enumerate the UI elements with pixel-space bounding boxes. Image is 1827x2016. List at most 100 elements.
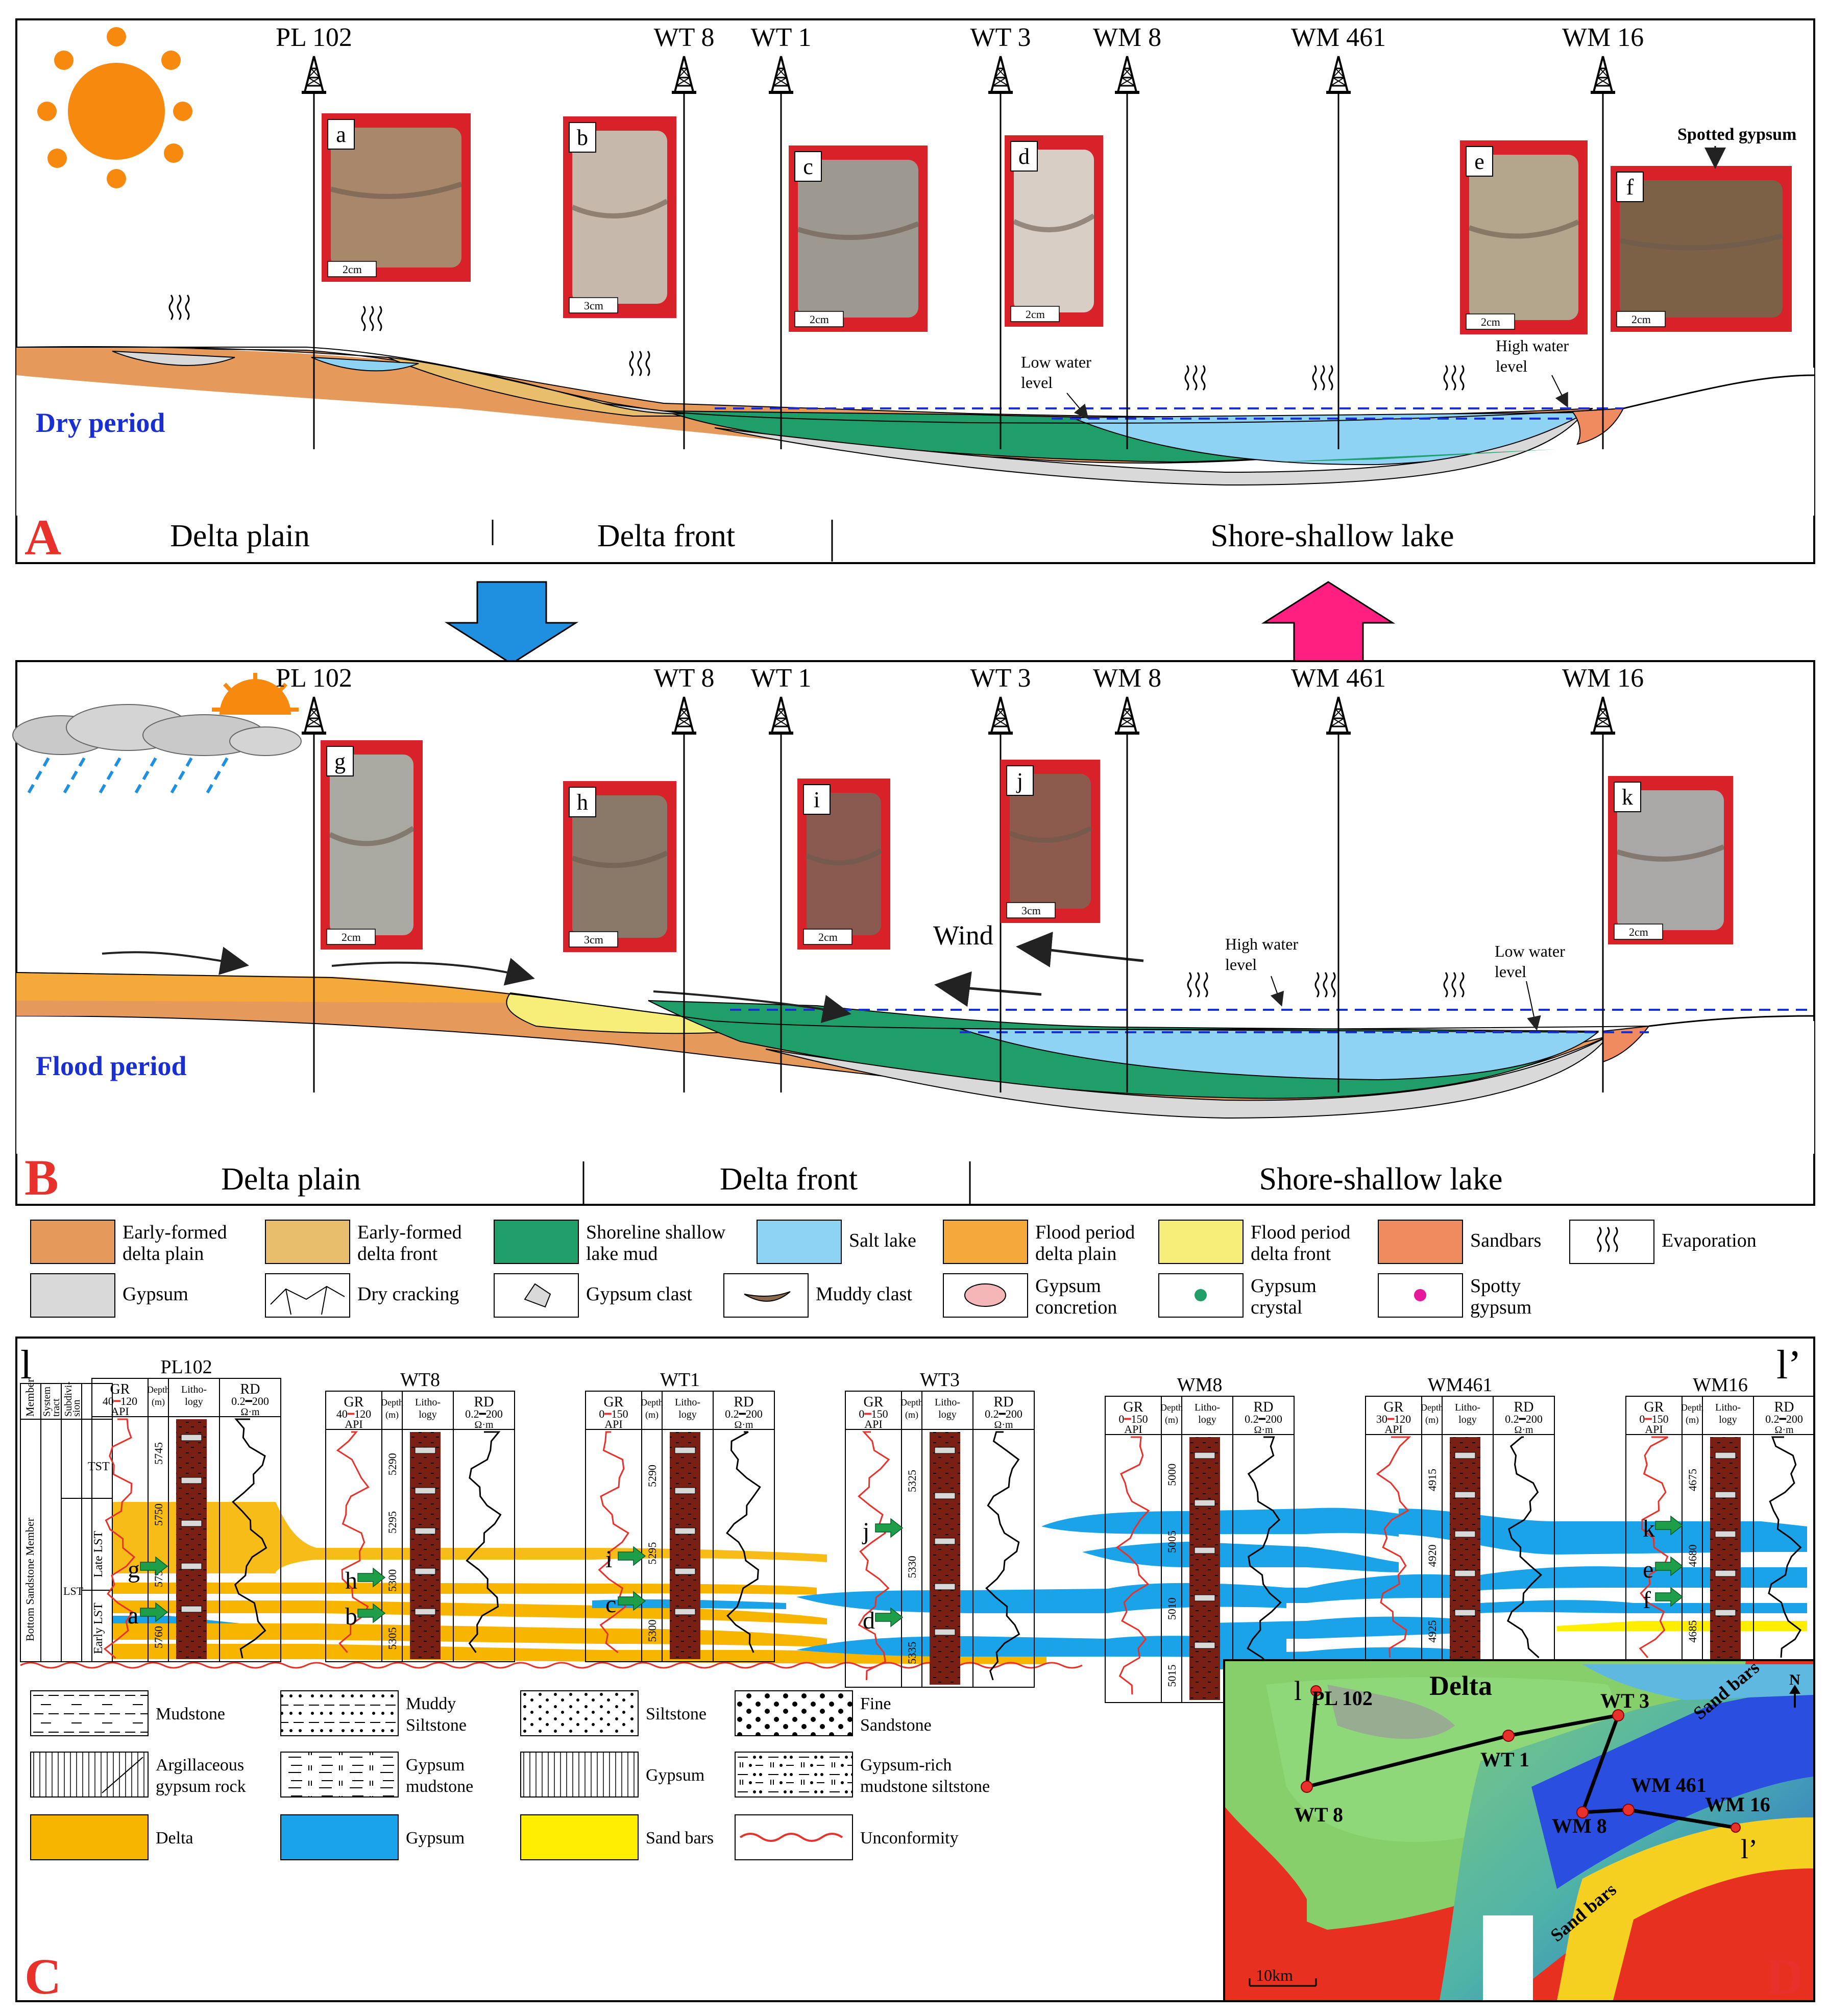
depth-label: 5300 xyxy=(386,1569,399,1592)
depth-label: 4925 xyxy=(1426,1620,1439,1643)
photo-scale: 3cm xyxy=(584,933,603,946)
col-rd: RD xyxy=(1514,1399,1534,1415)
arrow-down-icon xyxy=(444,581,579,665)
photo-letter: j xyxy=(1016,768,1023,793)
col-rd-range: 0.2━200 xyxy=(1765,1413,1803,1425)
depth-label: 4675 xyxy=(1686,1469,1699,1491)
facies-delta-front-a: Delta front xyxy=(597,519,735,553)
photo-mark-letter: a xyxy=(128,1602,138,1629)
well-label: WM 461 xyxy=(1291,664,1386,693)
arrow-right-icon xyxy=(618,1591,646,1611)
facies-delta-front-b: Delta front xyxy=(720,1162,858,1197)
north-arrow-icon: N xyxy=(1789,1671,1800,1708)
lithology-legend-label: mudstone siltstone xyxy=(860,1777,990,1796)
legend-label: Early-formed xyxy=(357,1222,462,1243)
col-gr: GR xyxy=(1124,1399,1143,1415)
map-well-wt8: WT 8 xyxy=(1294,1803,1343,1826)
legend-label: Sandbars xyxy=(1470,1230,1541,1251)
legend-lithology: MudstoneMuddySiltstoneSiltstoneFineSands… xyxy=(30,1690,990,1860)
legend-label: Gypsum xyxy=(123,1283,188,1305)
lithology-legend-item: Siltstone xyxy=(520,1690,707,1736)
col-ohm: Ω·m xyxy=(1774,1424,1794,1436)
legend-sedimentary: Early-formed delta plain Early-formeddelta… xyxy=(30,1220,1757,1318)
well-panelA-4: WM 8 xyxy=(1093,23,1161,449)
lithology-legend-item: Gypsum xyxy=(520,1752,704,1798)
well-log-title: WM16 xyxy=(1693,1374,1748,1396)
low-water-label-2: level xyxy=(1021,373,1053,392)
gr-scale: ━ xyxy=(864,1407,871,1420)
col-m: (m) xyxy=(1686,1415,1699,1425)
depth-label: 5300 xyxy=(646,1619,659,1642)
lithology-legend-label: Gypsum xyxy=(646,1766,704,1785)
depth-label: 4915 xyxy=(1426,1469,1439,1491)
dry-section-strata xyxy=(16,343,1815,516)
strat-lst: LST xyxy=(63,1585,84,1597)
col-depth: Depth xyxy=(900,1397,923,1407)
section-end-label: l’ xyxy=(1776,1343,1801,1388)
photo-mark: d xyxy=(863,1607,904,1634)
depth-label: 5295 xyxy=(386,1511,399,1534)
legend-label: delta plain xyxy=(1035,1243,1116,1265)
col-litho-2: logy xyxy=(938,1409,957,1420)
depth-label: 5745 xyxy=(152,1442,165,1465)
lithology-legend-item: Sand bars xyxy=(520,1814,714,1860)
col-gr: GR xyxy=(110,1381,130,1397)
col-litho-2: logy xyxy=(678,1409,697,1420)
photo-mark-letter: j xyxy=(862,1518,869,1545)
depth-label: 5015 xyxy=(1165,1665,1178,1687)
legend-item: Dry cracking xyxy=(265,1273,459,1318)
depth-label: 5335 xyxy=(906,1642,918,1664)
lithology-legend-label: Mudstone xyxy=(156,1705,225,1723)
depth-label: 5000 xyxy=(1165,1464,1178,1486)
col-ohm: Ω·m xyxy=(734,1419,753,1430)
well-panelB-1: WT 8 xyxy=(654,664,714,1092)
col-ohm: Ω·m xyxy=(1514,1424,1533,1436)
flood-period-label: Flood period xyxy=(36,1051,187,1081)
lithology-legend-label: Unconformity xyxy=(860,1829,959,1848)
arrow-right-icon xyxy=(357,1603,386,1623)
legend-label: Evaporation xyxy=(1662,1230,1757,1251)
arrow-right-icon xyxy=(875,1607,904,1628)
well-log-WM16: WM16GR0━150APIDepth(m)Litho-logyRD0.2━20… xyxy=(1625,1374,1815,1662)
photo-mark: b xyxy=(345,1603,386,1630)
col-litho-2: logy xyxy=(185,1396,203,1407)
col-depth: Depth xyxy=(381,1397,403,1407)
depth-label: 5325 xyxy=(906,1470,918,1492)
photo-mark-letter: k xyxy=(1643,1515,1655,1542)
legend-label: Muddy clast xyxy=(816,1283,912,1305)
low-water-label: Low water xyxy=(1021,353,1091,371)
col-api: API xyxy=(1124,1423,1142,1436)
well-panelA-5: WM 461 xyxy=(1291,23,1386,449)
photo-letter: a xyxy=(336,122,346,147)
high-water-label-b-2: level xyxy=(1225,955,1257,974)
photo-mark-letter: i xyxy=(605,1546,612,1573)
map-well-wm8: WM 8 xyxy=(1552,1814,1607,1837)
map-scale-bar: 10km xyxy=(1249,1966,1317,1987)
col-m: (m) xyxy=(1425,1415,1439,1425)
well-log-title: PL102 xyxy=(160,1356,212,1378)
core-photo: g 2cm xyxy=(321,740,423,950)
legend-label: Spotty xyxy=(1470,1275,1521,1297)
well-log-title: WT3 xyxy=(920,1369,960,1391)
gr-range: 0━150 xyxy=(1118,1413,1148,1425)
col-litho-2: logy xyxy=(1198,1414,1216,1425)
facies-shore-lake-b: Shore-shallow lake xyxy=(1259,1162,1503,1197)
photo-scale: 2cm xyxy=(342,931,361,943)
photo-scale: 2cm xyxy=(810,313,829,326)
photo-letter: g xyxy=(334,749,346,774)
col-gr: GR xyxy=(344,1394,364,1410)
arrow-right-icon xyxy=(140,1556,168,1576)
well-log-WM8: WM8GR0━150APIDepth(m)Litho-logyRD0.2━200… xyxy=(1105,1374,1295,1703)
col-m: (m) xyxy=(1165,1415,1178,1425)
strat-early-lst: Early LST xyxy=(92,1602,105,1654)
col-gr: GR xyxy=(864,1394,884,1410)
